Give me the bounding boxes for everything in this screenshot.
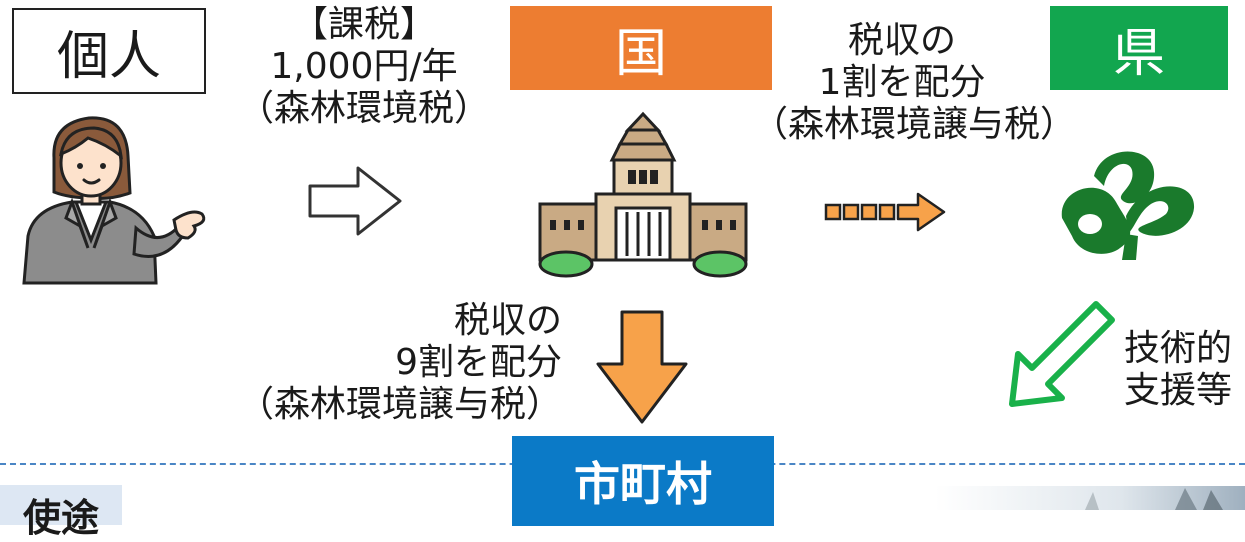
woman-presenting-icon (22, 116, 206, 285)
tax-label-line-1: 【課税】 (291, 4, 436, 45)
dashed-right-arrow-icon (824, 192, 946, 232)
municipality-box: 市町村 (512, 436, 774, 526)
usage-box: 使途 (0, 485, 122, 540)
prefecture-box: 県 (1050, 6, 1228, 90)
municipality-distribution-line-2: 9割を配分 (395, 342, 562, 383)
outline-right-arrow-icon (308, 166, 402, 236)
municipality-label: 市町村 (574, 457, 712, 511)
prefecture-distribution-label: 税収の 1割を配分 （森林環境譲与税） (752, 20, 1077, 146)
technical-support-line-2: 支援等 (1123, 370, 1232, 411)
prefecture-label: 県 (1112, 23, 1165, 84)
technical-support-line-1: 技術的 (1123, 328, 1232, 369)
tax-label: 【課税】 1,000円/年 （森林環境税） (224, 4, 504, 130)
municipality-distribution-line-1: 税収の (453, 300, 562, 341)
tax-label-line-2: 1,000円/年 (270, 46, 458, 87)
prefecture-emblem-icon (1061, 151, 1195, 260)
forest-photo (935, 486, 1245, 510)
municipality-distribution-line-3: （森林環境譲与税） (237, 384, 562, 425)
technical-support-label: 技術的 支援等 (1108, 328, 1245, 412)
prefecture-distribution-line-1: 税収の (847, 20, 956, 61)
municipality-distribution-label: 税収の 9割を配分 （森林環境譲与税） (222, 300, 562, 426)
usage-label: 使途 (22, 496, 99, 540)
nation-box: 国 (510, 6, 772, 90)
green-diagonal-arrow-icon (1009, 301, 1115, 407)
orange-down-arrow-icon (596, 310, 688, 424)
individual-box: 個人 (12, 8, 206, 94)
tax-label-line-3: （森林環境税） (237, 88, 490, 129)
prefecture-distribution-line-2: 1割を配分 (818, 62, 986, 103)
prefecture-distribution-line-3: （森林環境譲与税） (752, 104, 1077, 145)
diet-building-icon (538, 111, 748, 278)
nation-label: 国 (614, 23, 667, 84)
individual-label: 個人 (56, 26, 161, 87)
